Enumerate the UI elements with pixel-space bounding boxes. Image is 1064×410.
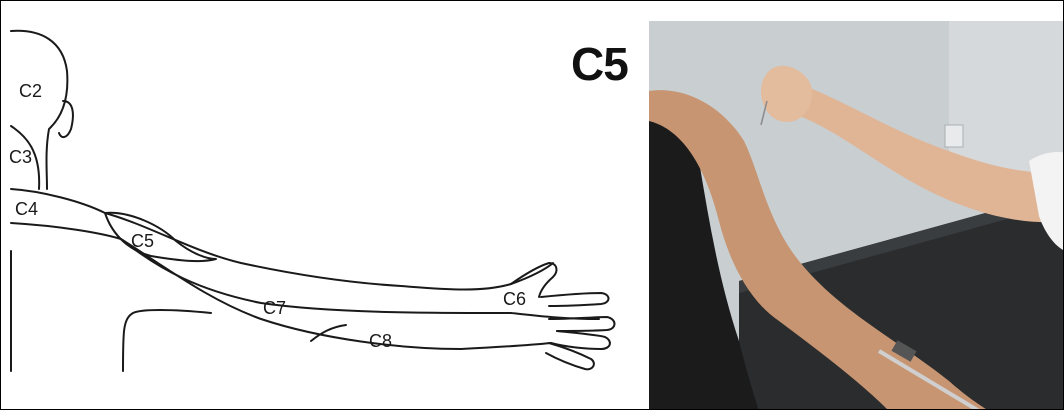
label-c5: C5 bbox=[131, 231, 154, 251]
label-c3: C3 bbox=[9, 147, 32, 167]
label-c8: C8 bbox=[369, 331, 392, 351]
photo-illustration bbox=[649, 21, 1064, 410]
label-c4: C4 bbox=[15, 199, 38, 219]
label-c7: C7 bbox=[263, 298, 286, 318]
wall-socket bbox=[945, 125, 963, 147]
label-c6: C6 bbox=[503, 289, 526, 309]
arm-upper-edge bbox=[11, 189, 553, 290]
finger-1 bbox=[541, 293, 609, 306]
dermatome-drawing: C2 C3 C4 C5 C6 C7 C8 bbox=[1, 1, 641, 409]
c5-segment bbox=[105, 213, 216, 261]
label-c2: C2 bbox=[19, 81, 42, 101]
arm-lower-edge bbox=[11, 223, 551, 349]
dermatome-diagram: C2 C3 C4 C5 C6 C7 C8 bbox=[1, 1, 641, 409]
ear-outline bbox=[59, 101, 73, 137]
panel-title: C5 bbox=[571, 41, 628, 87]
examination-photo bbox=[649, 21, 1064, 410]
torso-edge bbox=[123, 310, 211, 371]
